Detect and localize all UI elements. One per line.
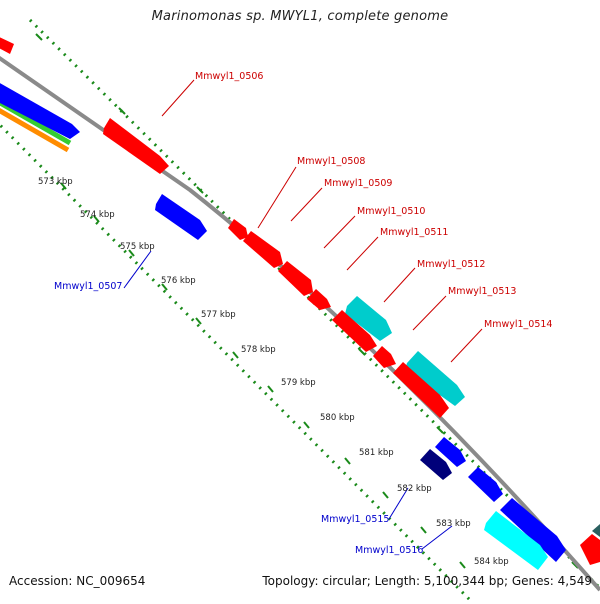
gene-top-left-blue [0, 83, 80, 139]
tick-label: 579 kbp [281, 378, 316, 388]
gene-mmwyl1-0512-cyan [345, 296, 392, 341]
gene-label-0514: Mmwyl1_0514 [484, 319, 552, 330]
tick-label: 575 kbp [120, 242, 155, 252]
orange-track [0, 107, 70, 153]
gene-label-0513: Mmwyl1_0513 [448, 286, 516, 297]
gene-label-0506: Mmwyl1_0506 [195, 71, 263, 82]
genome-title: Marinomonas sp. MWYL1, complete genome [151, 9, 449, 24]
gene-bottom-right-red [580, 534, 600, 565]
gene-label-0516: Mmwyl1_0516 [355, 545, 423, 556]
gene-mmwyl1-0510 [307, 289, 331, 310]
gene-mmwyl1-0516 [484, 511, 548, 570]
gene-labels[interactable]: Mmwyl1_0506 Mmwyl1_0507 Mmwyl1_0508 Mmwy… [54, 71, 552, 556]
green-track [0, 99, 72, 146]
outer-ruler-line [0, 122, 472, 602]
gene-label-0515: Mmwyl1_0515 [321, 514, 389, 525]
gene-mmwyl1-0513 [393, 362, 449, 418]
gene-mmwyl1-0507 [155, 194, 207, 240]
gene-red-a [373, 346, 396, 368]
gene-label-0512: Mmwyl1_0512 [417, 259, 485, 270]
gene-mmwyl1-0508 [243, 231, 283, 268]
tick-label: 582 kbp [397, 484, 432, 494]
gene-mmwyl1-0509 [278, 261, 313, 296]
tick-label: 573 kbp [38, 177, 73, 187]
tick-label: 576 kbp [161, 276, 196, 286]
gene-mmwyl1-0511 [332, 310, 377, 352]
gene-mmwyl1-0508a [228, 219, 248, 240]
gene-mmwyl1-0515 [420, 449, 452, 480]
tick-label: 583 kbp [436, 519, 471, 529]
gene-blue-arrow-small [435, 437, 466, 467]
accession-label: Accession: NC_009654 [9, 574, 146, 588]
gene-features[interactable] [0, 35, 600, 570]
gene-label-0507: Mmwyl1_0507 [54, 281, 122, 292]
gene-label-0509: Mmwyl1_0509 [324, 178, 392, 189]
tick-label: 581 kbp [359, 448, 394, 458]
ruler-ticks [35, 33, 579, 569]
gene-label-0510: Mmwyl1_0510 [357, 206, 425, 217]
gene-blue-b [468, 467, 503, 502]
tick-label: 577 kbp [201, 310, 236, 320]
ruler-labels: 573 kbp 574 kbp 575 kbp 576 kbp 577 kbp … [38, 177, 509, 567]
label-connectors [123, 79, 483, 550]
gene-bottom-right-dark [592, 524, 600, 537]
gene-blue-c [500, 498, 566, 562]
gene-mmwyl1-0506 [103, 118, 169, 174]
tick-label: 584 kbp [474, 557, 509, 567]
gene-top-left-red [0, 37, 14, 54]
gene-mmwyl1-0514-cyan [405, 351, 465, 406]
tick-label: 574 kbp [80, 210, 115, 220]
tick-label: 578 kbp [241, 345, 276, 355]
genome-stats: Topology: circular; Length: 5,100,344 bp… [262, 574, 592, 588]
tick-label: 580 kbp [320, 413, 355, 423]
gene-label-0511: Mmwyl1_0511 [380, 227, 448, 238]
gene-label-0508: Mmwyl1_0508 [297, 156, 365, 167]
